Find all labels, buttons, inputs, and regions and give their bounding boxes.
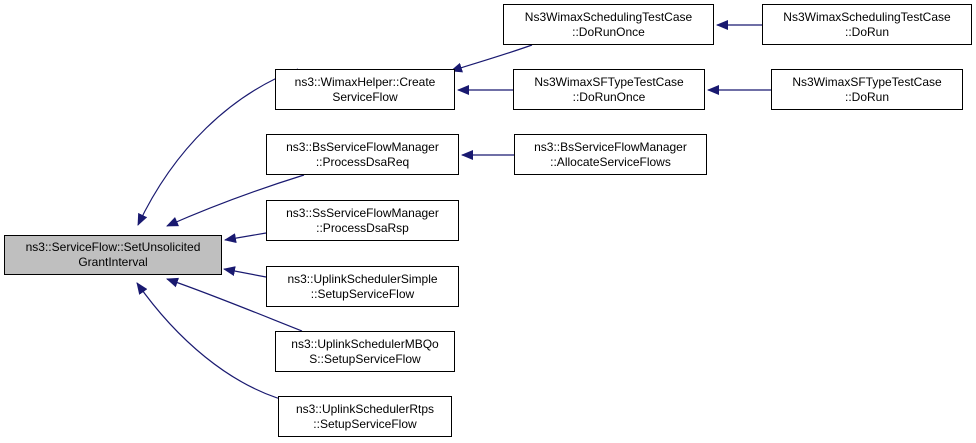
node-bsserviceflowmanager-processdsareq[interactable]: ns3::BsServiceFlowManager ::ProcessDsaRe…: [266, 134, 459, 175]
node-label-line1: Ns3WimaxSchedulingTestCase: [524, 9, 693, 24]
node-label-line2: GrantInterval: [78, 255, 148, 269]
node-label-line1: Ns3WimaxSFTypeTestCase: [792, 74, 942, 89]
node-label-line1: ns3::WimaxHelper::Create: [294, 74, 436, 89]
node-label-line2: ::ProcessDsaRsp: [316, 220, 409, 235]
edge-processdsareq-to-root: [166, 174, 305, 227]
node-uplinkschedulermbqos-setupserviceflow[interactable]: ns3::UplinkSchedulerMBQo S::SetupService…: [275, 331, 455, 372]
node-label-line1: ns3::UplinkSchedulerRtps: [295, 401, 435, 416]
node-label-line1: Ns3WimaxSFTypeTestCase: [534, 74, 684, 89]
edge-uplinkschedulersimple-to-root: [223, 266, 267, 278]
node-ns3wimaxschedulingtestcase-dorun[interactable]: Ns3WimaxSchedulingTestCase ::DoRun: [762, 4, 972, 45]
node-ssserviceflowmanager-processdsarsp[interactable]: ns3::SsServiceFlowManager ::ProcessDsaRs…: [266, 200, 459, 241]
node-label-line2: ::AllocateServiceFlows: [550, 154, 671, 169]
node-wimaxhelper-createserviceflow[interactable]: ns3::WimaxHelper::Create ServiceFlow: [275, 69, 455, 110]
node-label-line1: ns3::SsServiceFlowManager: [286, 205, 439, 220]
node-bsserviceflowmanager-allocateserviceflows[interactable]: ns3::BsServiceFlowManager ::AllocateServ…: [514, 134, 707, 175]
edge-uplinkschedulerrtps-to-root: [136, 282, 300, 405]
node-label-line1: ns3::ServiceFlow::SetUnsolicited: [25, 240, 201, 254]
node-label-line1: ns3::UplinkSchedulerSimple: [287, 271, 438, 286]
node-ns3wimaxsftypetestcase-dorun[interactable]: Ns3WimaxSFTypeTestCase ::DoRun: [771, 69, 963, 110]
node-ns3wimaxsftypetestcase-dorunonce[interactable]: Ns3WimaxSFTypeTestCase ::DoRunOnce: [513, 69, 705, 110]
edge-createserviceflow-to-root: [137, 68, 299, 226]
node-label-line1: ns3::BsServiceFlowManager: [534, 139, 687, 154]
node-label-line2: ::SetupServiceFlow: [310, 286, 415, 301]
node-uplinkschedulerrtps-setupserviceflow[interactable]: ns3::UplinkSchedulerRtps ::SetupServiceF…: [278, 396, 452, 437]
node-label-line1: ns3::UplinkSchedulerMBQo: [291, 336, 439, 351]
edge-processdsarsp-to-root: [224, 232, 267, 244]
node-ns3wimaxschedulingtestcase-dorunonce[interactable]: Ns3WimaxSchedulingTestCase ::DoRunOnce: [503, 4, 714, 45]
node-label-line2: ::ProcessDsaReq: [315, 154, 410, 169]
node-label-line2: ::DoRun: [844, 89, 890, 104]
node-uplinkschedulersimple-setupserviceflow[interactable]: ns3::UplinkSchedulerSimple ::SetupServic…: [266, 266, 459, 307]
node-label-line1: ns3::BsServiceFlowManager: [286, 139, 439, 154]
node-label-line2: ::DoRunOnce: [572, 89, 646, 104]
node-label-line2: ::DoRunOnce: [572, 24, 645, 39]
node-label-line1: Ns3WimaxSchedulingTestCase: [783, 9, 951, 24]
node-label-line2: ::SetupServiceFlow: [313, 416, 417, 431]
node-label-line2: S::SetupServiceFlow: [309, 351, 421, 366]
node-serviceflow-setunsolicitedgrantinterval: ns3::ServiceFlow::SetUnsolicited GrantIn…: [4, 235, 222, 275]
node-label-line2: ServiceFlow: [332, 89, 398, 104]
edge-uplinkschedulermbqos-to-root: [166, 277, 303, 332]
edge-schedulingdorunonce-to-createflow: [450, 44, 533, 73]
node-label-line2: ::DoRun: [844, 24, 890, 39]
